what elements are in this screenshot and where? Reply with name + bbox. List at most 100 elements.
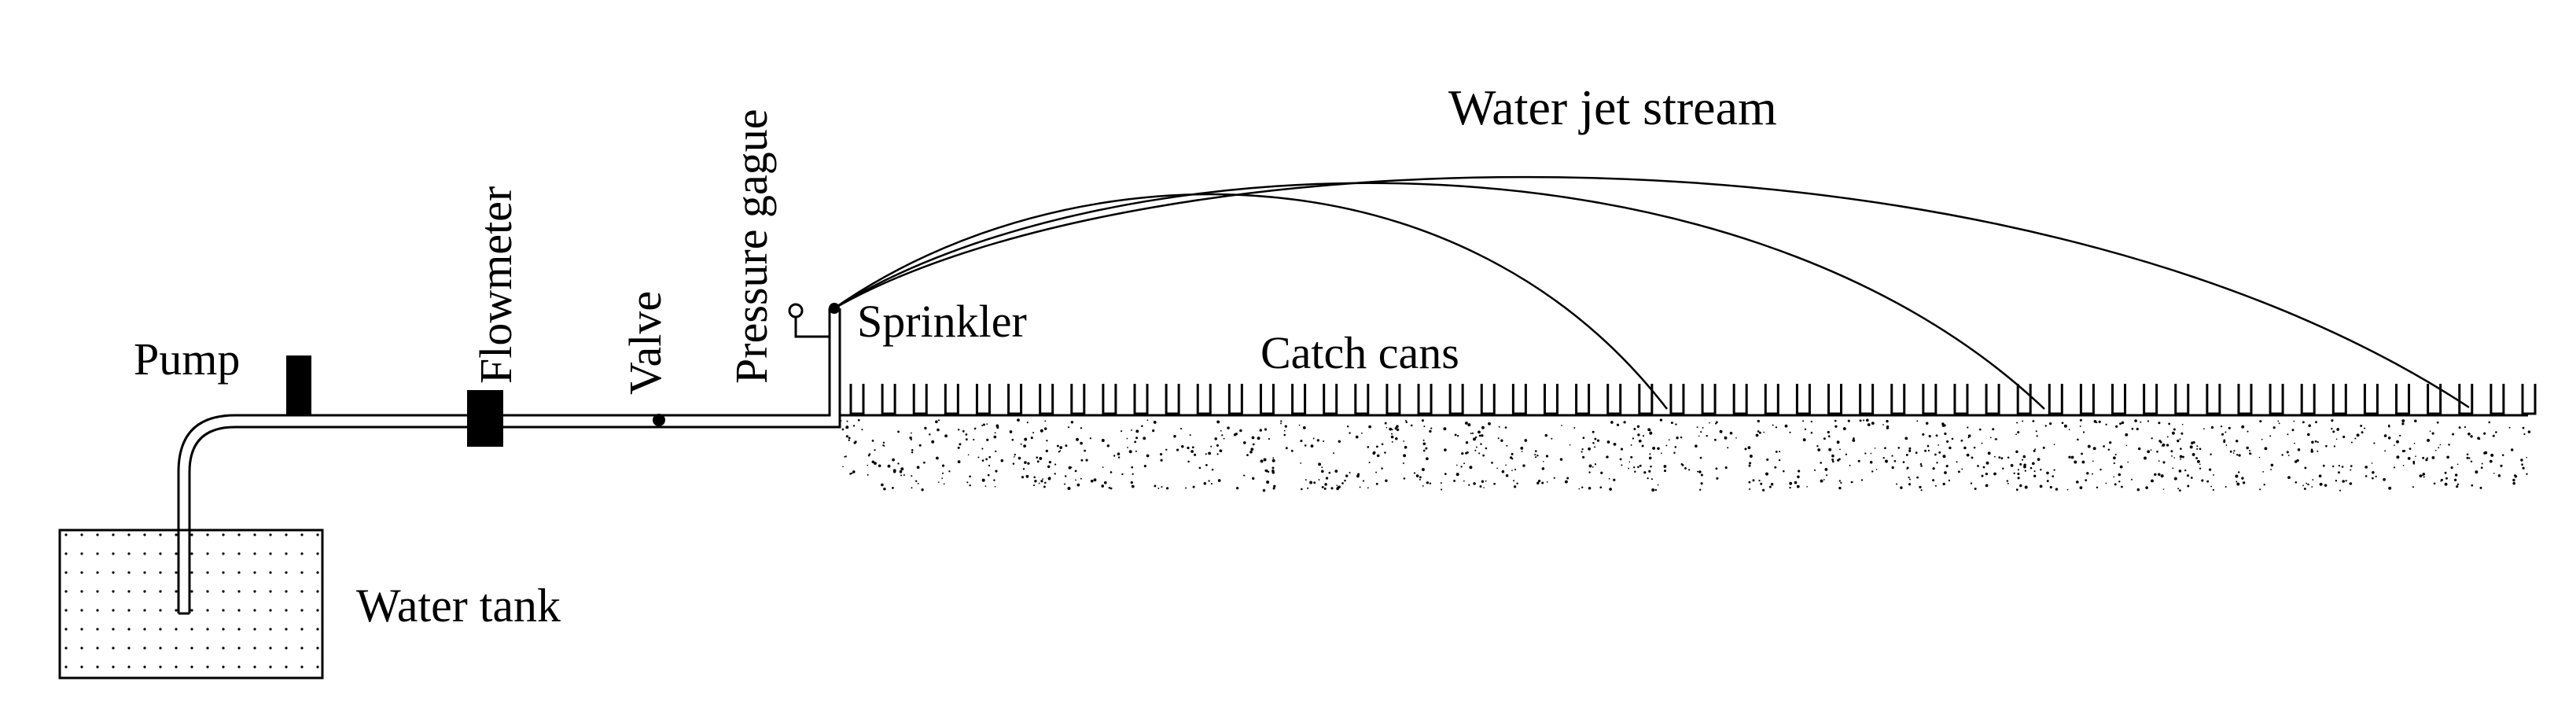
- soil-speck: [1203, 481, 1207, 485]
- soil-speck: [966, 481, 969, 484]
- soil-speck: [1475, 436, 1478, 439]
- soil-speck: [1161, 486, 1163, 488]
- soil-speck: [1840, 481, 1842, 484]
- soil-speck: [2364, 427, 2366, 429]
- soil-speck: [2439, 444, 2442, 446]
- soil-speck: [1501, 470, 1505, 473]
- soil-speck: [1699, 456, 1702, 459]
- soil-speck: [1044, 420, 1047, 422]
- soil-speck: [1185, 487, 1187, 489]
- soil-speck: [2168, 422, 2171, 425]
- soil-speck: [2235, 474, 2239, 478]
- soil-speck: [1283, 429, 1286, 432]
- soil-speck: [1216, 453, 1219, 455]
- soil-speck: [981, 425, 984, 426]
- soil-speck: [1628, 467, 1630, 470]
- soil-speck: [1085, 459, 1088, 462]
- soil-speck: [2322, 464, 2325, 467]
- soil-speck: [2372, 471, 2375, 474]
- soil-speck: [1755, 433, 1759, 437]
- soil-speck: [1569, 444, 1571, 446]
- soil-speck: [1827, 430, 1830, 434]
- soil-speck: [1509, 456, 1513, 459]
- soil-speck: [1024, 437, 1028, 441]
- soil-speck: [1702, 426, 1704, 429]
- soil-speck: [923, 461, 926, 464]
- soil-speck: [1902, 461, 1905, 463]
- soil-speck: [918, 444, 922, 447]
- soil-speck: [2429, 430, 2431, 433]
- soil-speck: [2033, 449, 2036, 452]
- soil-speck: [1376, 454, 1380, 458]
- pressure-gauge-icon: [788, 303, 830, 338]
- soil-speck: [1298, 424, 1301, 426]
- soil-speck: [1882, 424, 1884, 425]
- soil-speck: [921, 488, 924, 492]
- soil-speck: [1897, 447, 1901, 449]
- soil-speck: [1709, 422, 1710, 424]
- catch-can-icon: [1259, 384, 1275, 415]
- soil-speck: [899, 470, 903, 473]
- catch-can-icon: [2079, 384, 2095, 415]
- soil-speck: [2281, 454, 2283, 456]
- soil-speck: [1384, 422, 1387, 425]
- soil-speck: [1386, 426, 1388, 429]
- soil-speck: [2307, 433, 2310, 437]
- catch-can-icon: [849, 384, 865, 415]
- catch-can-icon: [2490, 384, 2505, 415]
- soil-speck: [1127, 447, 1128, 448]
- soil-speck: [2092, 473, 2093, 475]
- soil-speck: [1443, 427, 1447, 431]
- soil-speck: [1221, 434, 1224, 437]
- soil-speck: [2210, 425, 2214, 429]
- soil-speck: [2046, 471, 2049, 475]
- soil-speck: [1757, 430, 1760, 433]
- soil-speck: [1473, 482, 1476, 485]
- soil-speck: [1642, 435, 1645, 437]
- soil-speck: [2033, 474, 2037, 477]
- soil-speck: [1763, 431, 1765, 433]
- soil-speck: [1252, 443, 1255, 446]
- soil-speck: [2017, 431, 2020, 434]
- soil-speck: [1355, 435, 1359, 439]
- catch-can-icon: [912, 384, 928, 415]
- soil-speck: [1925, 422, 1929, 425]
- soil-speck: [1650, 478, 1653, 481]
- soil-speck: [1716, 477, 1719, 480]
- soil-speck: [2166, 436, 2169, 438]
- soil-speck: [965, 433, 968, 436]
- soil-speck: [2000, 457, 2004, 460]
- soil-speck: [1850, 481, 1853, 484]
- soil-speck: [1804, 428, 1807, 430]
- soil-speck: [1870, 452, 1872, 455]
- soil-speck: [1715, 421, 1718, 424]
- soil-speck: [2023, 463, 2026, 467]
- soil-speck: [2333, 445, 2335, 448]
- soil-speck: [2262, 471, 2265, 473]
- soil-speck: [2171, 455, 2173, 457]
- soil-speck: [2199, 463, 2201, 466]
- soil-speck: [993, 479, 995, 481]
- soil-speck: [2269, 435, 2272, 437]
- soil-speck: [2063, 424, 2067, 428]
- soil-speck: [1103, 481, 1107, 484]
- soil-speck: [2448, 444, 2450, 446]
- soil-speck: [1834, 425, 1838, 428]
- soil-speck: [1113, 455, 1116, 457]
- soil-speck: [1536, 455, 1539, 457]
- soil-speck: [1594, 446, 1596, 448]
- soil-speck: [2493, 472, 2495, 474]
- soil-speck: [2147, 450, 2151, 454]
- soil-speck: [1713, 438, 1717, 441]
- soil-speck: [2040, 468, 2042, 471]
- soil-speck: [1641, 444, 1644, 448]
- soil-speck: [911, 449, 914, 451]
- soil-speck: [2156, 450, 2158, 453]
- soil-speck: [1266, 481, 1270, 484]
- soil-speck: [1838, 480, 1841, 482]
- soil-speck: [1659, 418, 1663, 422]
- soil-speck: [2317, 441, 2319, 444]
- soil-speck: [2527, 430, 2531, 433]
- soil-speck: [1368, 461, 1371, 464]
- soil-speck: [2483, 432, 2486, 435]
